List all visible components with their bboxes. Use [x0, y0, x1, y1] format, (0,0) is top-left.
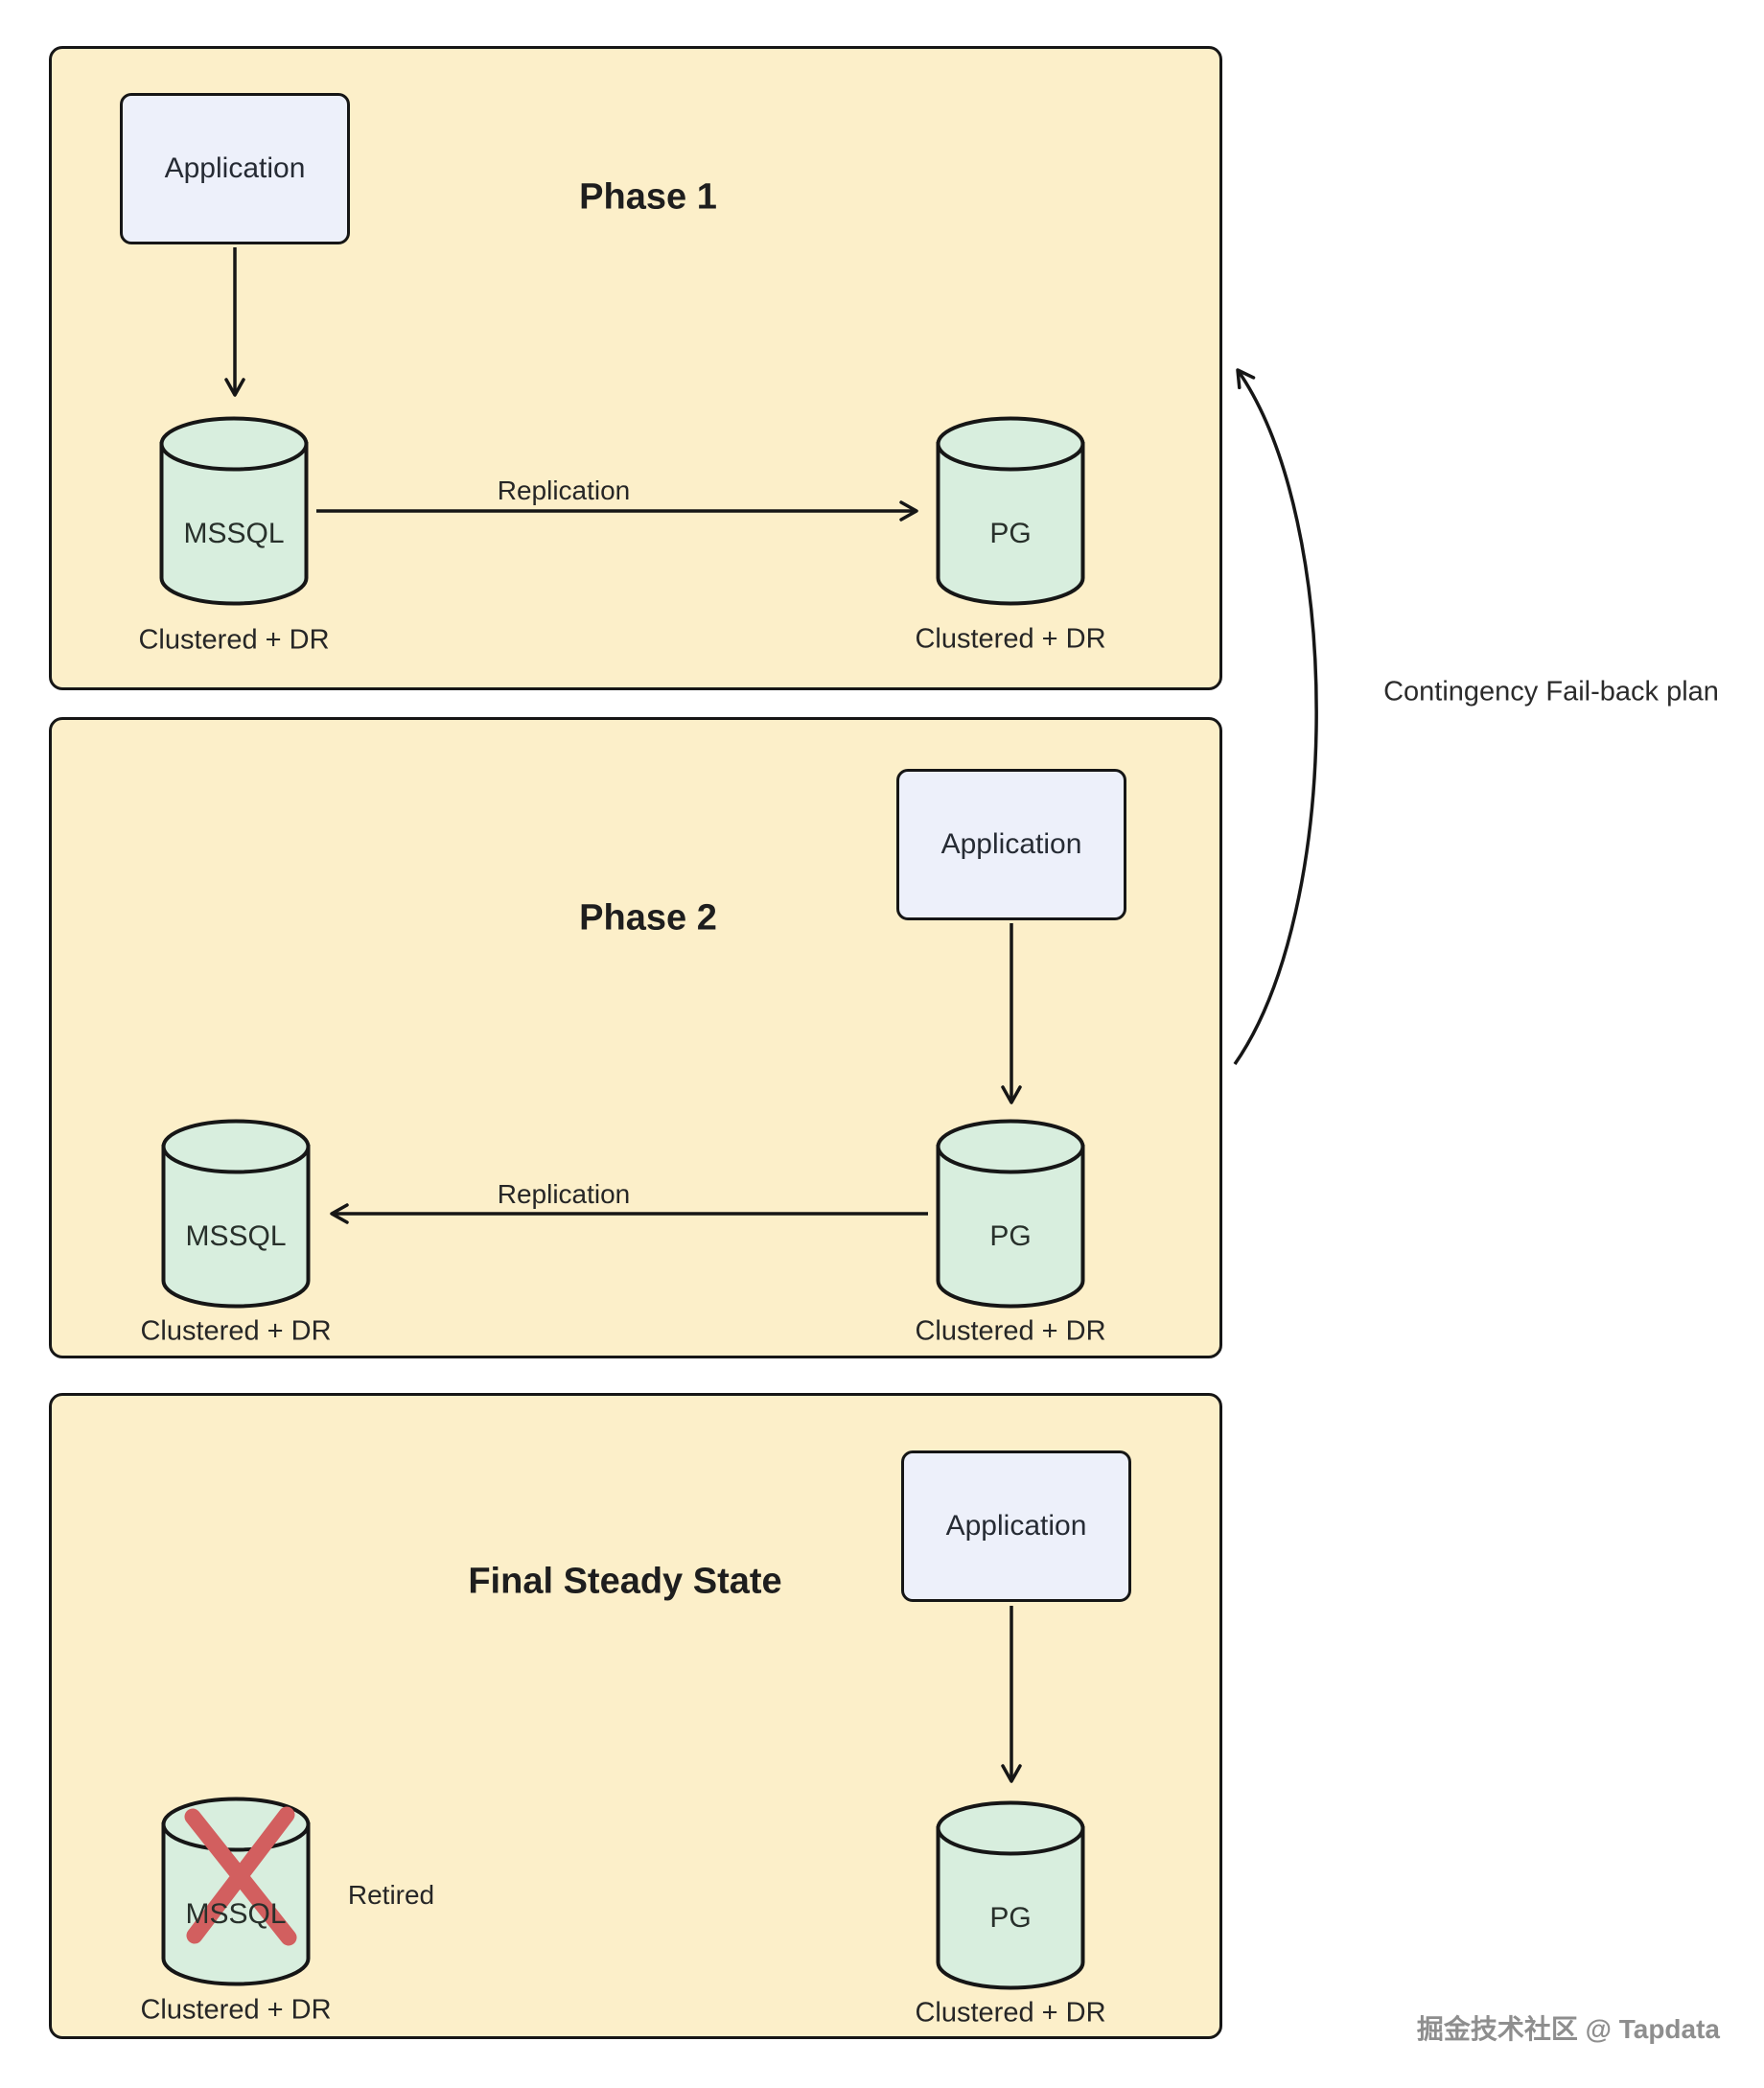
mssql-cylinder-phase2: MSSQL [160, 1118, 312, 1310]
db-label: MSSQL [185, 1898, 287, 1930]
database-cylinder-icon [936, 416, 1085, 606]
application-label: Application [164, 152, 306, 184]
retired-label: Retired [347, 1880, 435, 1910]
db-label: MSSQL [185, 1220, 287, 1252]
db-label: PG [989, 1220, 1032, 1252]
replication-label-phase2: Replication [497, 1179, 631, 1209]
mssql-cylinder-phase1: MSSQL [158, 415, 310, 607]
phase1-title: Phase 1 [579, 176, 717, 218]
db-label: PG [989, 518, 1032, 549]
arrow-contingency-failback [1233, 368, 1318, 1066]
contingency-failback-label: Contingency Fail-back plan [1383, 676, 1719, 708]
caption-final-pg: Clustered + DR [915, 1997, 1106, 2029]
caption-phase1-mssql: Clustered + DR [138, 624, 330, 656]
application-label: Application [945, 1510, 1087, 1542]
db-label: PG [989, 1902, 1032, 1934]
pg-cylinder-phase2: PG [935, 1118, 1086, 1310]
final-title: Final Steady State [468, 1561, 782, 1602]
retired-x-icon [184, 1806, 297, 1946]
pg-cylinder-phase1: PG [935, 415, 1086, 607]
pg-cylinder-final: PG [935, 1799, 1086, 1991]
caption-phase1-pg: Clustered + DR [915, 623, 1106, 655]
application-label: Application [940, 828, 1082, 860]
application-node-phase2: Application [896, 769, 1126, 920]
caption-phase2-mssql: Clustered + DR [140, 1315, 332, 1347]
database-cylinder-icon [936, 1800, 1085, 1990]
phase2-title: Phase 2 [579, 897, 717, 939]
application-node-final: Application [901, 1450, 1131, 1602]
caption-final-mssql: Clustered + DR [140, 1994, 332, 2026]
db-label: MSSQL [183, 518, 285, 549]
caption-phase2-pg: Clustered + DR [915, 1315, 1106, 1347]
mssql-cylinder-retired: MSSQL [160, 1796, 312, 1987]
application-node-phase1: Application [120, 93, 350, 244]
database-cylinder-icon [161, 1119, 311, 1309]
watermark-text: 掘金技术社区 @ Tapdata [1416, 2014, 1720, 2044]
replication-label-phase1: Replication [497, 476, 631, 505]
database-cylinder-icon [936, 1119, 1085, 1309]
database-cylinder-icon [159, 416, 309, 606]
database-cylinder-icon [161, 1797, 311, 1986]
